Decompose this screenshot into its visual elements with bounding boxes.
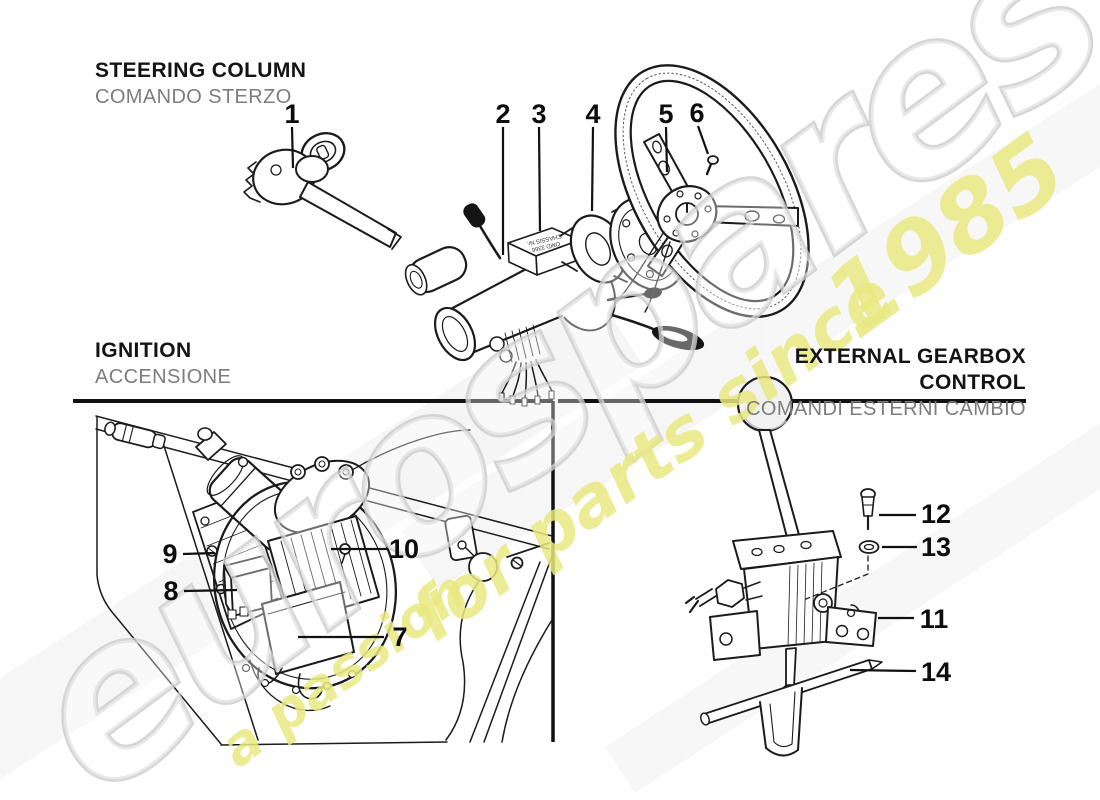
distributor-cap <box>273 429 471 535</box>
callout-9[interactable]: 9 <box>162 539 216 569</box>
svg-text:5: 5 <box>658 99 673 129</box>
ignition-header: IGNITION ACCENSIONE <box>95 338 231 390</box>
ignition-title: IGNITION <box>95 339 192 362</box>
svg-text:7: 7 <box>392 622 407 652</box>
gearbox-header: EXTERNAL GEARBOX CONTROL COMANDI ESTERNI… <box>696 344 1026 422</box>
callout-2[interactable]: 2 <box>495 99 511 255</box>
washer-locator-dashed-line <box>805 555 869 600</box>
steering-column-title: STEERING COLUMN <box>95 59 307 82</box>
washer <box>858 540 880 554</box>
selector-rod <box>700 659 883 757</box>
wheel-screw <box>705 155 719 176</box>
callout-1[interactable]: 1 <box>284 99 300 169</box>
dash-clamp <box>104 421 166 450</box>
turn-signal-stalk-left <box>463 203 502 260</box>
pedal-bracket <box>444 514 550 582</box>
svg-text:10: 10 <box>389 534 419 564</box>
gearbox-drawing <box>684 375 883 757</box>
callout-11[interactable]: 11 <box>878 604 948 634</box>
svg-text:8: 8 <box>163 576 178 606</box>
svg-text:2: 2 <box>495 99 510 129</box>
callout-10[interactable]: 10 <box>331 534 419 564</box>
svg-text:14: 14 <box>921 657 951 687</box>
sleeve-hatching <box>504 324 541 363</box>
mounting-bracket <box>825 604 877 647</box>
steering-column-header: STEERING COLUMN COMANDO STERZO <box>95 58 306 110</box>
hub-wires <box>615 231 671 313</box>
column-bush <box>404 246 468 296</box>
svg-text:9: 9 <box>162 539 177 569</box>
ignition-subtitle: ACCENSIONE <box>95 366 232 388</box>
gearbox-title: EXTERNAL GEARBOX CONTROL <box>794 345 1026 394</box>
light-stalk-right-long <box>610 313 705 351</box>
callout-4[interactable]: 4 <box>585 99 601 212</box>
callout-6[interactable]: 6 <box>689 98 710 155</box>
svg-text:3: 3 <box>531 99 546 129</box>
callout-7[interactable]: 7 <box>298 622 408 652</box>
steering-column-drawing: OMD 3366 CHASSIS Nr. <box>243 64 810 407</box>
gear-housing <box>732 530 842 650</box>
svg-text:1: 1 <box>284 99 299 129</box>
svg-text:11: 11 <box>920 604 949 634</box>
callout-14[interactable]: 14 <box>849 657 951 687</box>
svg-text:12: 12 <box>921 499 951 529</box>
callout-12[interactable]: 12 <box>879 499 951 529</box>
housing-foot <box>709 610 761 661</box>
ignition-lock-and-key <box>243 132 402 250</box>
ring-bolts <box>241 663 357 695</box>
svg-text:4: 4 <box>585 99 600 129</box>
lockout-plunger <box>860 488 876 531</box>
callout-8[interactable]: 8 <box>163 576 238 606</box>
callout-13[interactable]: 13 <box>882 532 951 562</box>
gearbox-subtitle: COMANDI ESTERNI CAMBIO <box>746 398 1026 420</box>
ignition-drawing <box>95 415 553 746</box>
svg-text:13: 13 <box>921 532 951 562</box>
svg-text:6: 6 <box>689 98 704 128</box>
reverse-switch <box>684 579 763 614</box>
steering-wheel-spokes <box>643 133 799 277</box>
callouts-layer: 1 2 3 4 5 6 7 8 <box>162 98 951 687</box>
callout-5[interactable]: 5 <box>658 99 674 173</box>
wiring-harness <box>498 359 555 407</box>
steering-column-subtitle: COMANDO STERZO <box>95 86 292 108</box>
callout-3[interactable]: 3 <box>531 99 547 232</box>
relay-box <box>223 555 273 620</box>
column-tube <box>433 252 617 407</box>
gear-lever-shaft <box>758 429 802 546</box>
